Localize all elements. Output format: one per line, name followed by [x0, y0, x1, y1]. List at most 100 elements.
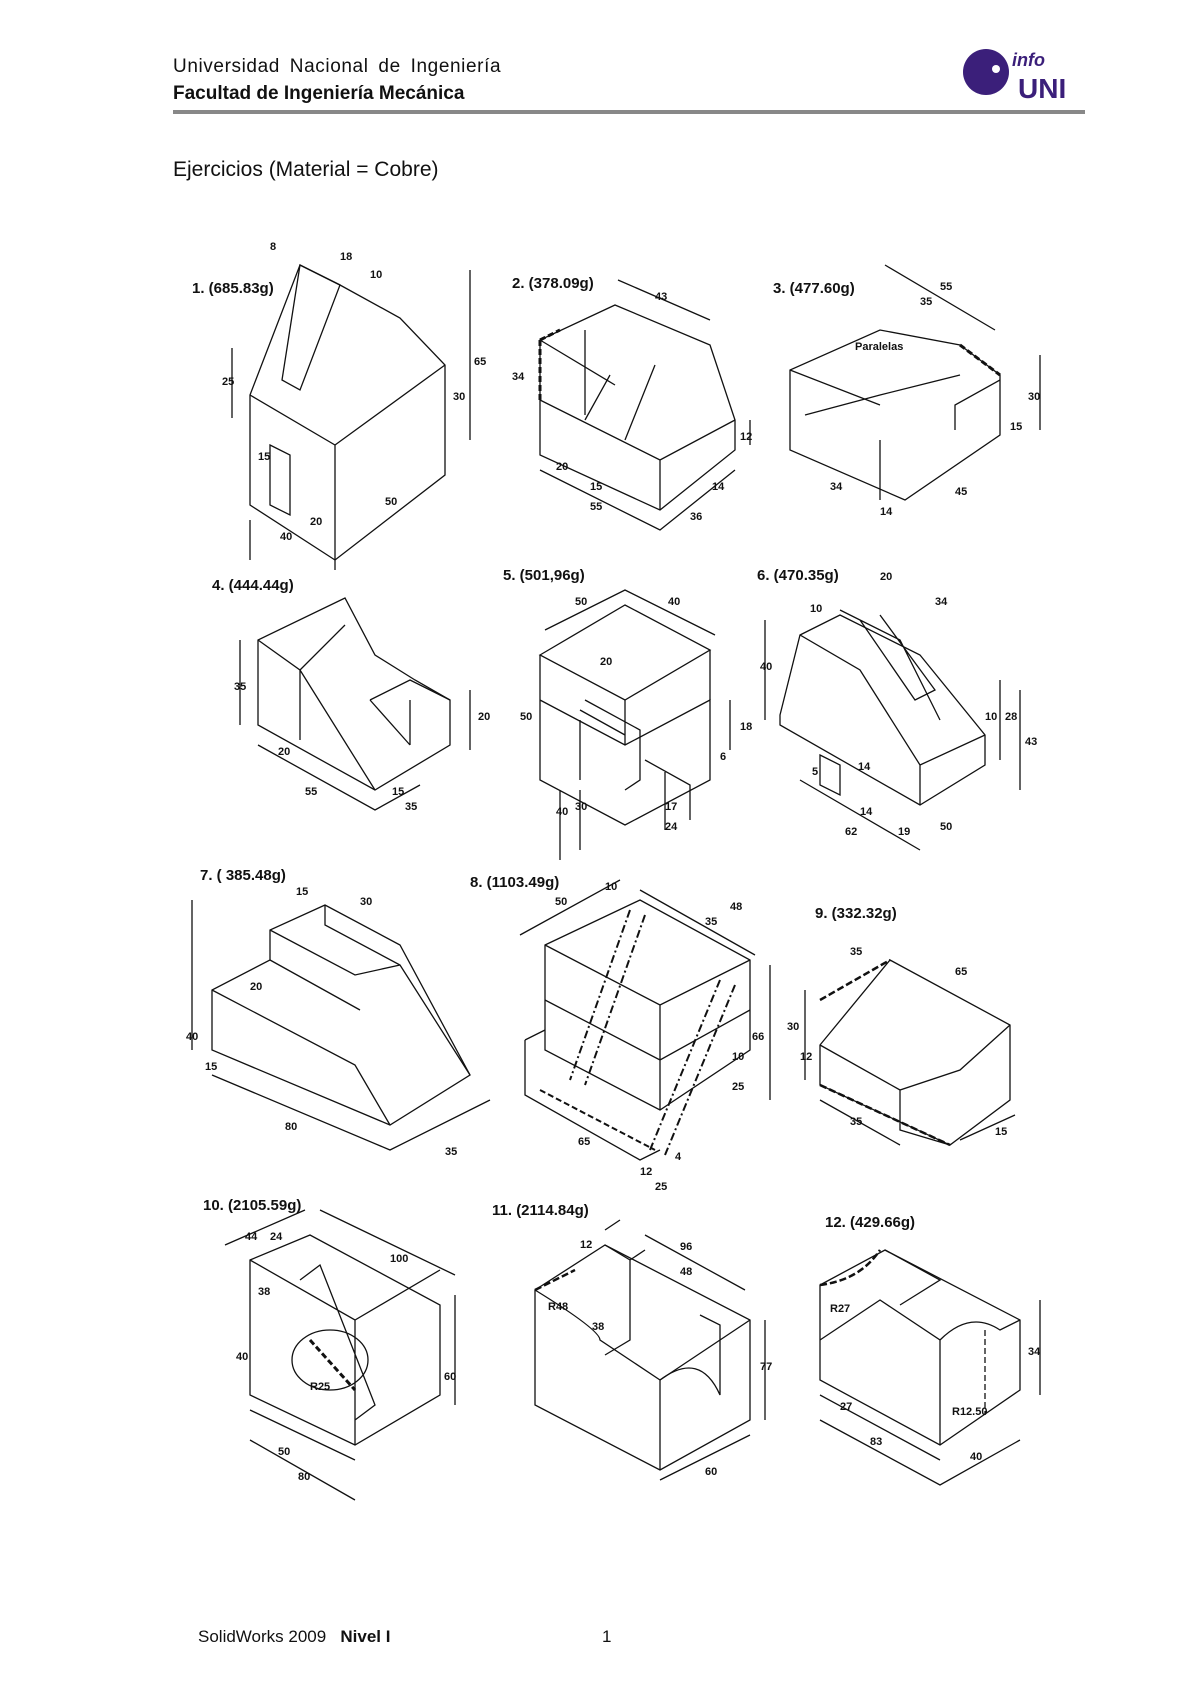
dimension-label: 96	[680, 1241, 692, 1253]
dimension-label: 35	[445, 1146, 457, 1158]
dimension-label: 20	[250, 981, 262, 993]
exercise-3-note: Paralelas	[855, 341, 903, 353]
dimension-label: 45	[955, 486, 967, 498]
section-title: Ejercicios (Material = Cobre)	[173, 158, 439, 181]
exercise-2-label: 2. (378.09g)	[512, 275, 594, 292]
dimension-label: 18	[740, 721, 752, 733]
logo-text-bottom: UNI	[1018, 73, 1066, 104]
dimension-label: R27	[830, 1303, 850, 1315]
footer-level: Nivel I	[340, 1627, 391, 1646]
exercise-6: 6. (470.35g) 10 20 34 40 10 28 43 5 14 1…	[757, 567, 1037, 851]
dimension-label: 20	[478, 711, 490, 723]
dimension-label: 50	[940, 821, 952, 833]
dimension-label: 50	[575, 596, 587, 608]
dimension-label: R48	[548, 1301, 568, 1313]
dimension-label: 48	[680, 1266, 692, 1278]
dimension-label: 19	[898, 826, 910, 838]
page-number: 1	[602, 1627, 612, 1646]
exercise-10: 10. (2105.59g) 44 24 100 38 40 60 R25 50…	[203, 1197, 456, 1501]
exercise-9: 9. (332.32g) 35 65 30 12 35 15	[787, 905, 1016, 1147]
dimension-label: 28	[1005, 711, 1017, 723]
dimension-label: 55	[305, 786, 317, 798]
dimension-label: 60	[705, 1466, 717, 1478]
dimension-label: 55	[590, 501, 602, 513]
dimension-label: 30	[453, 391, 465, 403]
exercise-12-label: 12. (429.66g)	[825, 1214, 915, 1231]
dimension-label: 27	[840, 1401, 852, 1413]
info-uni-logo: info UNI	[963, 49, 1066, 104]
dimension-label: 10	[985, 711, 997, 723]
dimension-label: 4	[675, 1151, 682, 1163]
dimension-label: 30	[360, 896, 372, 908]
dimension-label: 14	[880, 506, 893, 518]
university-name: Universidad Nacional de Ingeniería	[173, 56, 502, 77]
dimension-label: 43	[1025, 736, 1037, 748]
dimension-label: 10	[370, 269, 382, 281]
dimension-label: 35	[850, 946, 862, 958]
dimension-label: 17	[665, 801, 677, 813]
dimension-label: 25	[655, 1181, 667, 1193]
dimension-label: 35	[920, 296, 932, 308]
dimension-label: R12.50	[952, 1406, 987, 1418]
footer-software-name: SolidWorks 2009	[198, 1627, 327, 1646]
dimension-label: 34	[935, 596, 948, 608]
dimension-label: 77	[760, 1361, 772, 1373]
dimension-label: 15	[258, 451, 270, 463]
exercise-5-label: 5. (501,96g)	[503, 567, 585, 584]
exercise-3-label: 3. (477.60g)	[773, 280, 855, 297]
exercise-7-label: 7. ( 385.48g)	[200, 867, 286, 884]
exercise-7: 7. ( 385.48g) 15 30 20 40 15 80 35	[186, 867, 491, 1158]
exercise-1-label: 1. (685.83g)	[192, 280, 274, 297]
dimension-label: 14	[860, 806, 873, 818]
dimension-label: 100	[390, 1253, 408, 1265]
dimension-label: 15	[392, 786, 404, 798]
exercise-3: 3. (477.60g) Paralelas 55 35 30 15 34 14…	[773, 264, 1041, 518]
dimension-label: 40	[668, 596, 680, 608]
dimension-label: 38	[258, 1286, 270, 1298]
dimension-label: 50	[278, 1446, 290, 1458]
dimension-label: 50	[520, 711, 532, 723]
dimension-label: 20	[310, 516, 322, 528]
exercise-12: 12. (429.66g) R27 34 R12.50 27 83 40	[819, 1214, 1041, 1486]
dimension-label: 12	[640, 1166, 652, 1178]
dimension-label: 24	[665, 821, 678, 833]
dimension-label: 38	[592, 1321, 604, 1333]
dimension-label: 35	[705, 916, 717, 928]
dimension-label: 44	[245, 1231, 258, 1243]
exercise-9-label: 9. (332.32g)	[815, 905, 897, 922]
dimension-label: 25	[732, 1081, 744, 1093]
dimension-label: 65	[474, 356, 486, 368]
exercise-11-label: 11. (2114.84g)	[492, 1202, 589, 1219]
dimension-label: 40	[760, 661, 772, 673]
dimension-label: 30	[787, 1021, 799, 1033]
dimension-label: 40	[556, 806, 568, 818]
header-rule	[173, 110, 1085, 114]
exercise-5: 5. (501,96g) 50 40 20 50 18 6 40 30 17 2…	[503, 567, 752, 860]
dimension-label: 35	[234, 681, 246, 693]
exercise-11: 11. (2114.84g) 12 96 48 R48 38 77 60	[492, 1202, 772, 1481]
dimension-label: 10	[605, 881, 617, 893]
dimension-label: 20	[600, 656, 612, 668]
dimension-label: 30	[575, 801, 587, 813]
dimension-label: 20	[556, 461, 568, 473]
dimension-label: 15	[205, 1061, 217, 1073]
dimension-label: 80	[285, 1121, 297, 1133]
dimension-label: 48	[730, 901, 742, 913]
exercise-10-label: 10. (2105.59g)	[203, 1197, 301, 1214]
dimension-label: 62	[845, 826, 857, 838]
exercise-8-label: 8. (1103.49g)	[470, 874, 559, 891]
dimension-label: 30	[1028, 391, 1040, 403]
dimension-label: 65	[955, 966, 967, 978]
dimension-label: 40	[280, 531, 292, 543]
dimension-label: 10	[732, 1051, 744, 1063]
dimension-label: 34	[830, 481, 843, 493]
dimension-label: 66	[752, 1031, 764, 1043]
dimension-label: 15	[1010, 421, 1022, 433]
dimension-label: 25	[222, 376, 234, 388]
dimension-label: 15	[590, 481, 602, 493]
dimension-label: 15	[995, 1126, 1007, 1138]
dimension-label: 15	[296, 886, 308, 898]
footer-software: SolidWorks 2009 Nivel I	[198, 1627, 390, 1647]
exercise-2: 2. (378.09g) 43 34 12 20 15 14 55 36	[512, 275, 752, 531]
